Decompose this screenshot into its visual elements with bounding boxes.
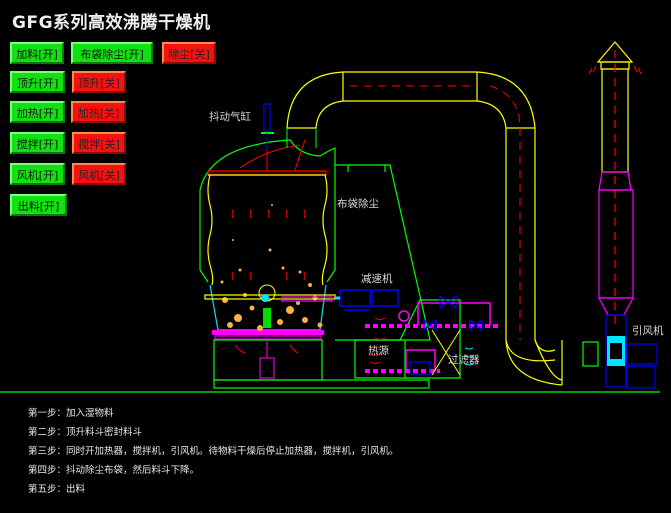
fan-off-button[interactable]: 风机[关] — [72, 163, 126, 185]
particles — [220, 204, 323, 331]
bag-dust-on-button[interactable]: 布袋除尘[开] — [71, 42, 153, 64]
magenta-base — [212, 330, 324, 335]
lift-on-button[interactable]: 顶升[开] — [10, 71, 65, 93]
label-filter: 过滤器 — [448, 354, 480, 366]
heat-off-button[interactable]: 加热[关] — [71, 101, 126, 123]
top-duct — [286, 71, 563, 386]
label-reducer: 减速机 — [361, 273, 393, 285]
reducer-motor — [335, 289, 399, 311]
dryer-body — [199, 139, 430, 389]
filter-marks — [464, 347, 474, 366]
filter-bag-marks — [231, 209, 306, 354]
filter-cross — [431, 329, 461, 376]
lift-cylinder — [259, 357, 275, 379]
step-1: 第一步：加入湿物料 — [28, 408, 114, 419]
stir-on-button[interactable]: 搅拌[开] — [10, 132, 65, 154]
step-4: 第四步：抖动除尘布袋，然后料斗下降。 — [28, 465, 200, 476]
label-shake-cylinder: 抖动气缸 — [209, 111, 251, 123]
heat-on-button[interactable]: 加热[开] — [10, 101, 65, 123]
hopper — [207, 170, 328, 286]
discharge-on-button[interactable]: 出料[开] — [10, 194, 67, 216]
stir-off-button[interactable]: 搅拌[关] — [72, 132, 126, 154]
heat-marks — [369, 317, 386, 364]
feed-on-button[interactable]: 加料[开] — [10, 42, 64, 64]
label-bag-filter: 布袋除尘 — [337, 198, 379, 210]
bag-filter — [335, 164, 431, 341]
label-induced-fan: 引风机 — [632, 325, 664, 337]
step-5: 第五步：出料 — [28, 484, 86, 495]
chimney-exhaust-marks — [588, 65, 642, 75]
step-2: 第二步：顶升料斗密封料斗 — [28, 427, 143, 438]
chimney — [596, 41, 634, 330]
shake-cylinder — [239, 103, 306, 171]
dust-off-button[interactable]: 除尘[关] — [162, 42, 216, 64]
valves — [409, 294, 483, 375]
fan-on-button[interactable]: 风机[开] — [10, 163, 65, 185]
induced-fan — [605, 314, 658, 389]
fan-connector — [582, 341, 599, 367]
page-title: GFG系列高效沸腾干燥机 — [12, 13, 211, 33]
stirrer — [204, 284, 336, 328]
operating-steps: 第一步：加入湿物料 第二步：顶升料斗密封料斗 第三步：同时开加热器，搅拌机，引风… — [28, 404, 399, 499]
label-heat-source: 热源 — [368, 345, 389, 357]
lift-off-button[interactable]: 顶升[关] — [72, 71, 126, 93]
step-3: 第三步：同时开加热器，搅拌机，引风机。待物料干燥后停止加热器，搅拌机，引风机。 — [28, 446, 399, 457]
